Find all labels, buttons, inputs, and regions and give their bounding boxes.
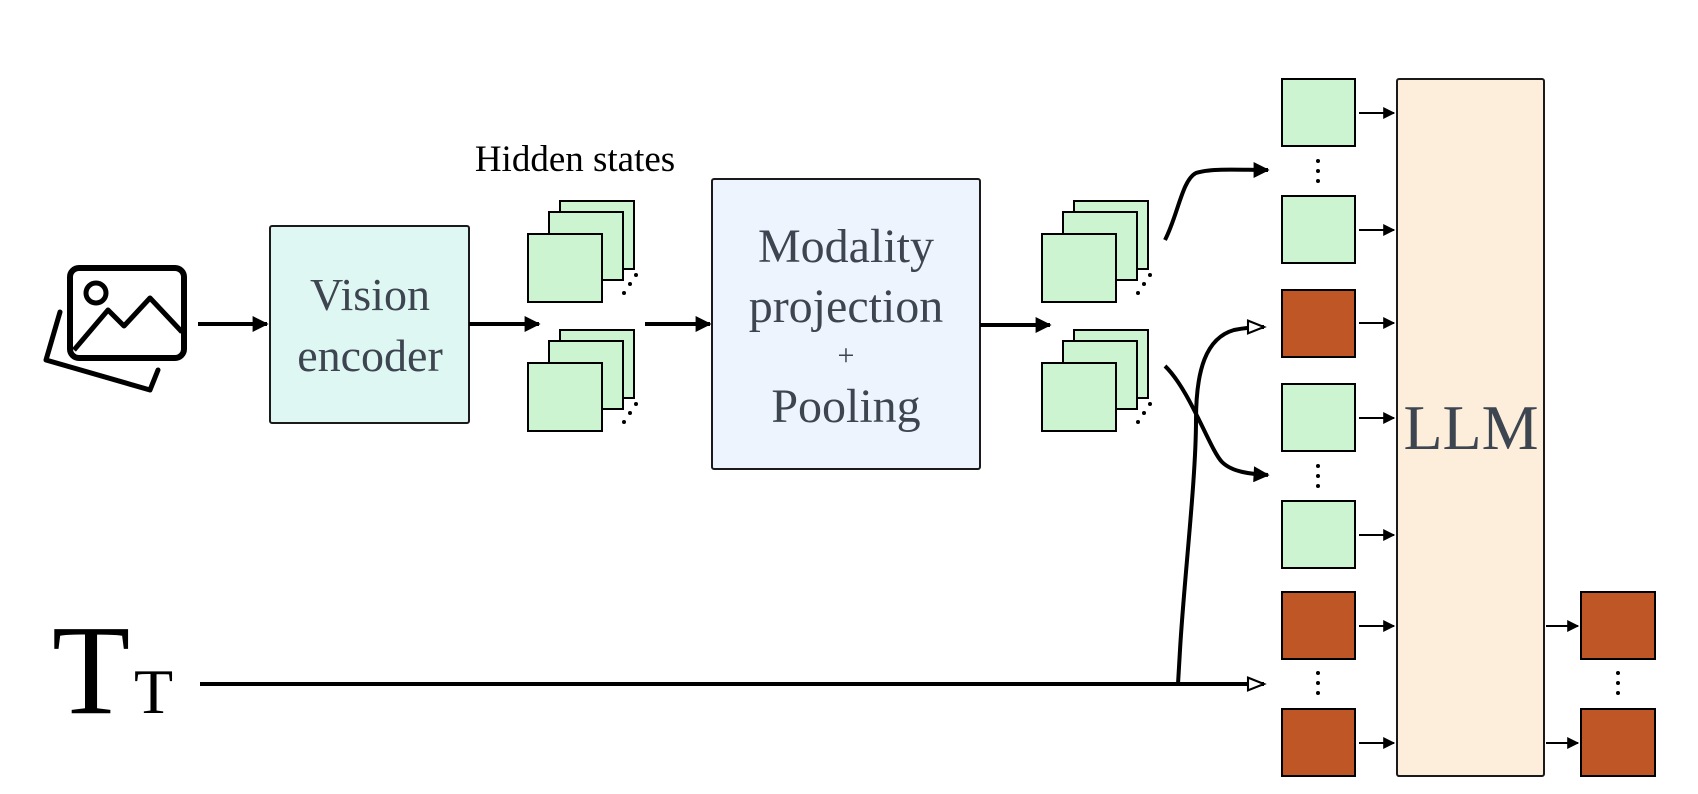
llm-output-arrows bbox=[1546, 620, 1580, 749]
visual-token bbox=[1281, 383, 1356, 452]
text-token bbox=[1281, 591, 1356, 660]
token-to-llm-arrows bbox=[1359, 107, 1396, 749]
text-icon: T T bbox=[52, 599, 173, 741]
visual-token bbox=[1281, 195, 1356, 264]
image-stack-icon bbox=[43, 265, 187, 393]
hidden-state-stack-top bbox=[527, 200, 638, 303]
projection-label-line1: Modality bbox=[758, 220, 934, 273]
llm-input-tokens bbox=[1281, 78, 1356, 777]
hidden-states-label: Hidden states bbox=[475, 139, 675, 180]
arrow-text-to-text-token bbox=[1176, 319, 1267, 685]
projection-label-plus: + bbox=[838, 339, 855, 372]
arrow-pooled-top-to-visual-tokens bbox=[1163, 161, 1270, 241]
vision-encoder-label-line2: encoder bbox=[297, 330, 443, 381]
projection-label-line2: projection bbox=[749, 280, 944, 333]
vision-encoder-block: Vision encoder bbox=[269, 225, 470, 424]
pooled-state-stack-top bbox=[1041, 200, 1152, 303]
output-text-token bbox=[1580, 708, 1656, 777]
arrow-pooled-bottom-to-visual-tokens bbox=[1163, 364, 1270, 483]
llm-output-tokens bbox=[1580, 591, 1656, 777]
visual-token bbox=[1281, 78, 1356, 147]
output-text-token bbox=[1580, 591, 1656, 660]
modality-projection-block: Modality projection + Pooling bbox=[711, 178, 981, 470]
text-token bbox=[1281, 289, 1356, 358]
llm-label: LLM bbox=[1403, 392, 1538, 463]
text-token bbox=[1281, 708, 1356, 777]
llm-block: LLM bbox=[1396, 78, 1545, 777]
projection-label-line3: Pooling bbox=[771, 380, 920, 433]
pooled-state-stack-bottom bbox=[1041, 329, 1152, 432]
vision-encoder-label-line1: Vision bbox=[310, 269, 430, 320]
text-icon-small-t: T bbox=[134, 656, 173, 727]
visual-token bbox=[1281, 500, 1356, 569]
hidden-state-stack-bottom bbox=[527, 329, 638, 432]
text-icon-large-t: T bbox=[52, 599, 130, 741]
